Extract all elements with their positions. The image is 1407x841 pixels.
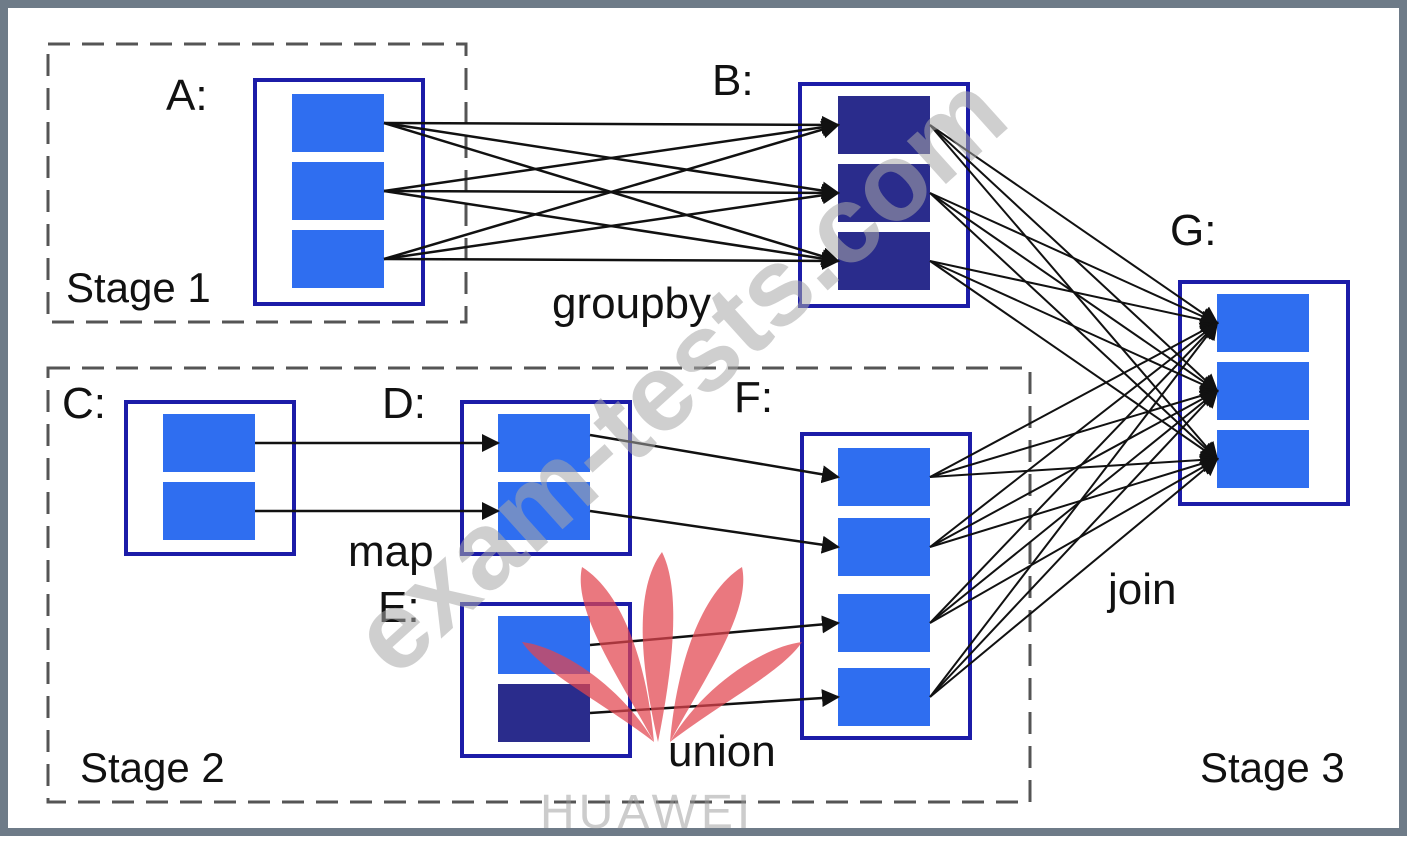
partition — [498, 684, 590, 742]
rdd-f — [800, 432, 972, 740]
partition — [292, 230, 384, 288]
groupby-label: groupby — [552, 279, 711, 328]
huawei-logo-watermark: HUAWEI — [522, 552, 802, 839]
partition — [838, 594, 930, 652]
stage-1-label: Stage 1 — [66, 264, 211, 311]
stage-2-label: Stage 2 — [80, 744, 225, 791]
node-label-b: B: — [712, 56, 754, 105]
node-label-a: A: — [166, 71, 208, 120]
stage-3-label: Stage 3 — [1200, 744, 1345, 791]
partition — [498, 414, 590, 472]
rdd-d — [460, 400, 632, 556]
rdd-a — [253, 78, 425, 306]
partition — [838, 518, 930, 576]
node-label-f: F: — [734, 373, 773, 422]
stage-2-border — [46, 366, 1032, 804]
join-label: join — [1106, 565, 1177, 614]
partition — [1217, 430, 1309, 488]
rdd-c — [124, 400, 296, 556]
partition — [1217, 294, 1309, 352]
partition — [1217, 362, 1309, 420]
partition — [163, 482, 255, 540]
partition — [292, 94, 384, 152]
partition — [838, 96, 930, 154]
partition — [292, 162, 384, 220]
union-label: union — [668, 727, 776, 776]
node-label-c: C: — [62, 379, 106, 428]
partition — [838, 164, 930, 222]
partition — [498, 482, 590, 540]
node-label-e: E: — [378, 583, 420, 632]
node-label-d: D: — [382, 379, 426, 428]
partition — [838, 232, 930, 290]
join-edges — [929, 124, 1219, 698]
map-edges — [255, 434, 500, 520]
groupby-edges — [383, 115, 840, 270]
watermark-brand-text: HUAWEI — [540, 786, 754, 836]
partition — [838, 448, 930, 506]
map-label: map — [348, 527, 434, 576]
partition — [163, 414, 255, 472]
node-label-g: G: — [1170, 206, 1216, 255]
stage-1-border — [46, 42, 468, 324]
partition — [838, 668, 930, 726]
